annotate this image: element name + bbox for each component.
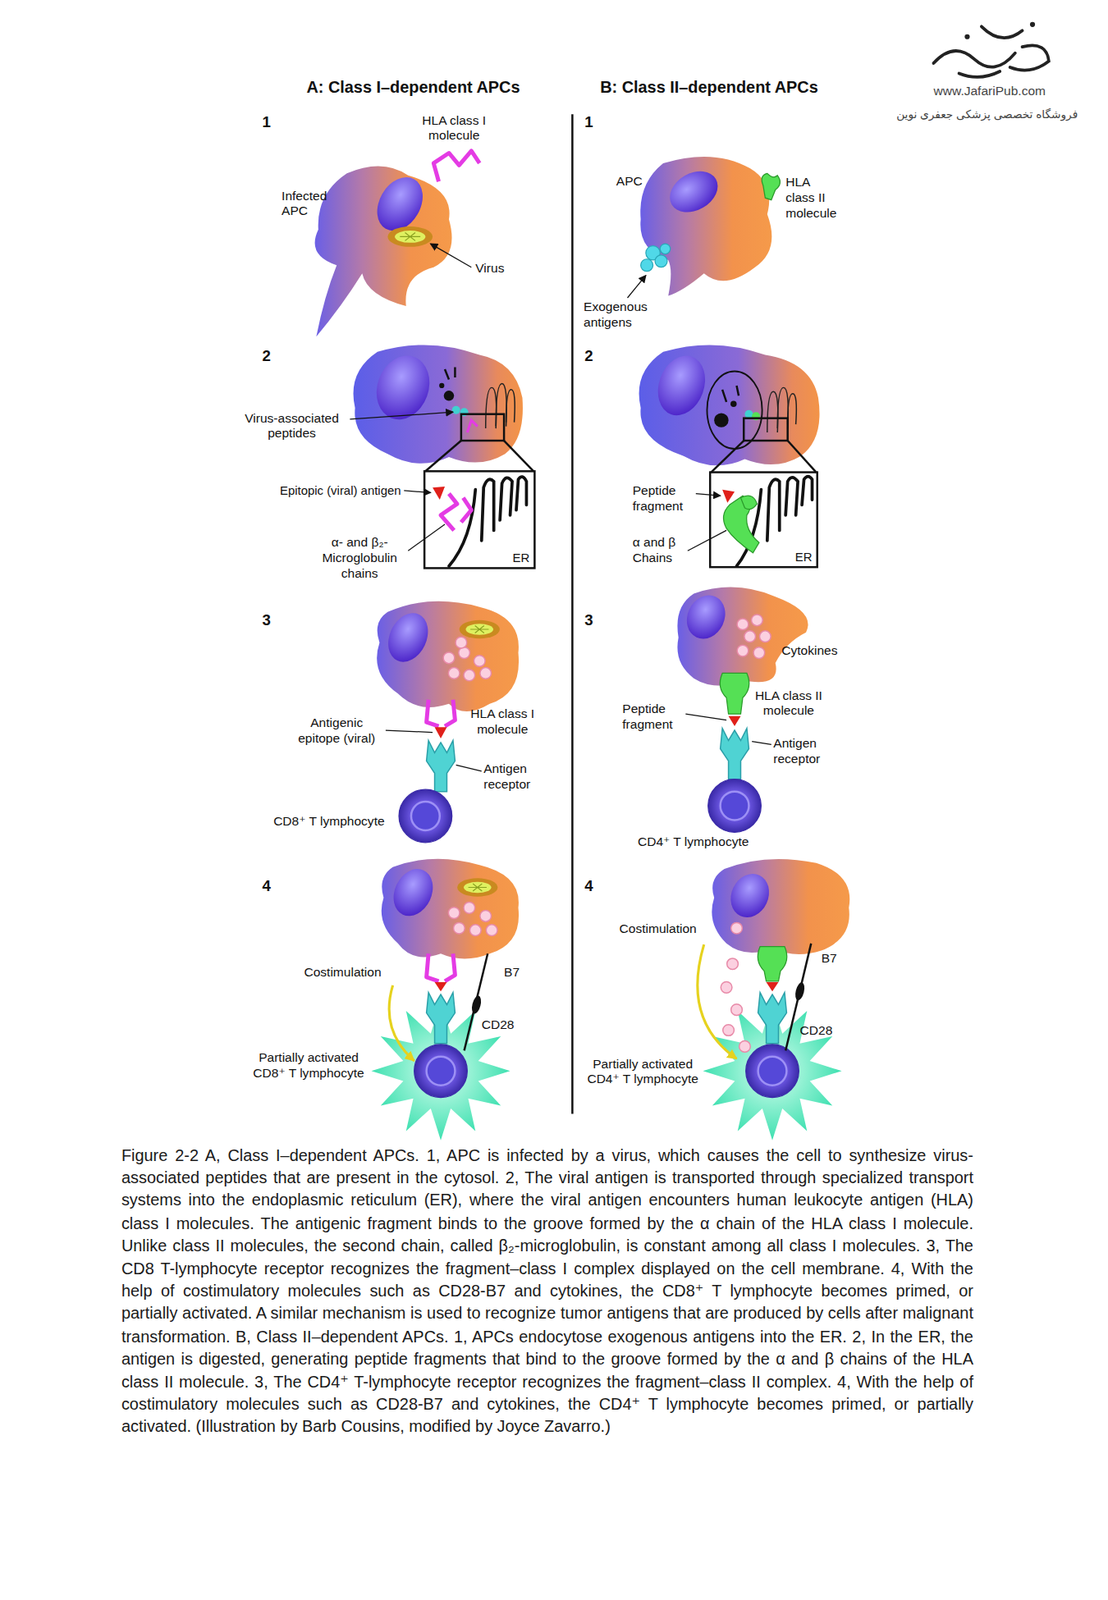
er-label: ER (795, 549, 813, 564)
callout-label: Infected APC (281, 188, 344, 220)
panel-heading: A: Class I–dependent APCs (270, 77, 556, 97)
step-number: 4 (584, 877, 605, 896)
figure-caption: Figure 2-2 A, Class I–dependent APCs. 1,… (121, 1144, 974, 1440)
callout-label: α- and β₂-Microglobulin chains (311, 535, 408, 582)
step-number: 4 (261, 877, 283, 896)
callout-label: CD28 (800, 1023, 842, 1040)
callout-label: α and β Chains (632, 535, 689, 567)
callout-label: Antigenic epitope (viral) (290, 716, 383, 747)
er-inset-box: ER (709, 471, 819, 568)
callout-label: B7 (821, 952, 843, 968)
er-inset-box: ER (423, 470, 536, 570)
callout-label: Peptide fragment (622, 701, 684, 733)
panel-heading: B: Class II–dependent APCs (566, 77, 852, 97)
watermark: www.JafariPub.com (923, 83, 1057, 100)
callout-label: Costimulation (619, 922, 707, 939)
callout-label: Virus-associated peptides (240, 411, 343, 442)
step-number: 3 (584, 611, 605, 630)
callout-label: Antigen receptor (773, 737, 835, 768)
watermark: فروشگاه تخصصی پزشکی جعفری نوین (887, 108, 1086, 122)
callout-label: Cytokines (781, 643, 848, 660)
step-number: 1 (584, 113, 605, 132)
callout-label: Antigen receptor (483, 762, 545, 793)
step-number: 2 (261, 347, 283, 366)
callout-label: HLA class II molecule (747, 688, 829, 719)
callout-label: B7 (503, 965, 525, 981)
callout-label: Exogenous antigens (583, 299, 660, 330)
callout-label: Virus (475, 260, 522, 277)
step-number: 1 (261, 113, 283, 132)
callout-label: HLA class I molecule (464, 706, 541, 738)
callout-label: CD28 (481, 1018, 523, 1035)
callout-label: HLA class I molecule (402, 113, 505, 144)
callout-label: Partially activated CD8⁺ T lymphocyte (250, 1050, 368, 1081)
callout-label: HLA class II molecule (785, 175, 841, 222)
step-number: 3 (261, 611, 283, 630)
callout-label: APC (616, 174, 658, 191)
callout-label: CD4⁺ T lymphocyte (637, 834, 765, 851)
callout-label: CD8⁺ T lymphocyte (273, 814, 401, 830)
callout-label: Costimulation (303, 965, 391, 981)
callout-label: Partially activated CD4⁺ T lymphocyte (586, 1057, 700, 1088)
step-number: 2 (584, 347, 605, 366)
callout-label: Epitopic (viral) antigen (263, 483, 402, 499)
callout-label: Peptide fragment (632, 483, 695, 514)
er-label: ER (512, 550, 530, 565)
